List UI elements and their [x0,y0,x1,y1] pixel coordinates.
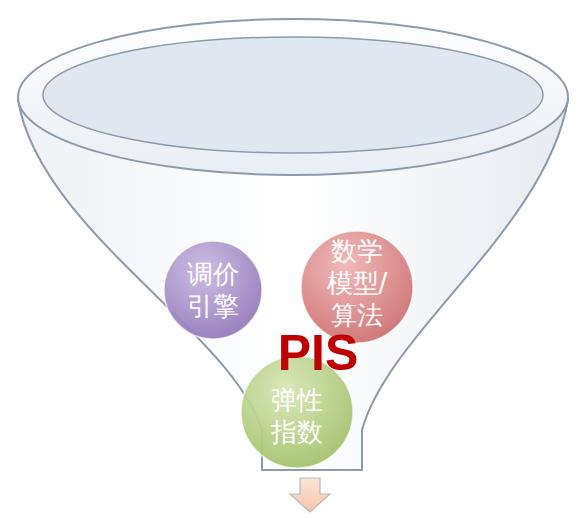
down-arrow [290,478,330,512]
purple-circle: 调价 引擎 [163,240,263,340]
node-text: 弹性 指数 [261,384,334,448]
node-text: 数学 模型/ 算法 [321,235,394,331]
funnel-opening [43,37,543,153]
funnel-rim [18,19,568,175]
circle-shape [163,240,263,340]
node-text: 调价 引擎 [177,258,250,322]
center-label: PIS [278,328,359,378]
red-circle: 数学 模型/ 算法 [300,230,414,344]
